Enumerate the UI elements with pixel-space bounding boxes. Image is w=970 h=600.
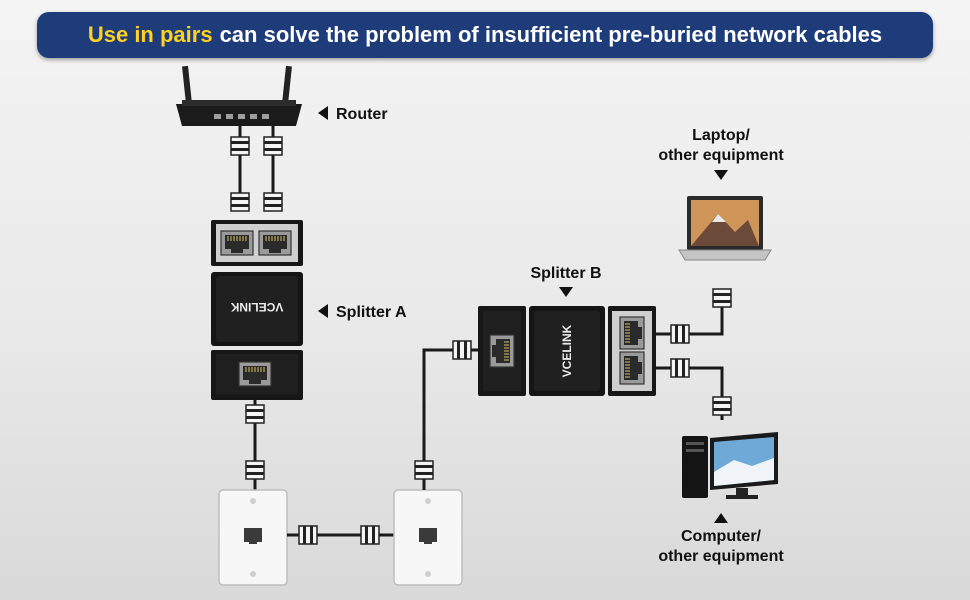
computer-label: Computer/ other equipment: [636, 527, 806, 567]
wall-plate-icon: [218, 489, 288, 586]
arrow-icon: [559, 287, 573, 297]
laptop-icon: [678, 196, 772, 261]
laptop-label: Laptop/ other equipment: [636, 126, 806, 166]
title-banner: Use in pairs can solve the problem of in…: [37, 12, 933, 58]
splitter-b-icon: VCELINK: [478, 306, 656, 396]
arrow-icon: [714, 513, 728, 523]
banner-text: can solve the problem of insufficient pr…: [219, 22, 883, 47]
laptop-label-line2: other equipment: [658, 147, 784, 164]
arrow-icon: [318, 105, 328, 120]
router-label: Router: [318, 105, 388, 125]
splitter-b-label: Splitter B: [530, 265, 602, 282]
splitter-a-icon: VCELINK: [211, 220, 303, 400]
router-label-text: Router: [336, 106, 388, 123]
computer-label-line2: other equipment: [658, 548, 784, 565]
desktop-computer-icon: [682, 432, 778, 499]
wall-plate-icon: [393, 489, 463, 586]
router-icon: [176, 65, 302, 126]
splitter-a-brand: VCELINK: [230, 300, 283, 314]
splitter-a-label: Splitter A: [318, 303, 407, 323]
banner-highlight: Use in pairs: [87, 22, 213, 47]
laptop-label-line1: Laptop/: [692, 127, 750, 144]
computer-label-line1: Computer/: [681, 528, 761, 545]
arrow-icon: [318, 303, 328, 318]
splitter-b-brand: VCELINK: [560, 324, 574, 377]
arrow-icon: [714, 170, 728, 180]
splitter-a-label-text: Splitter A: [336, 304, 407, 321]
